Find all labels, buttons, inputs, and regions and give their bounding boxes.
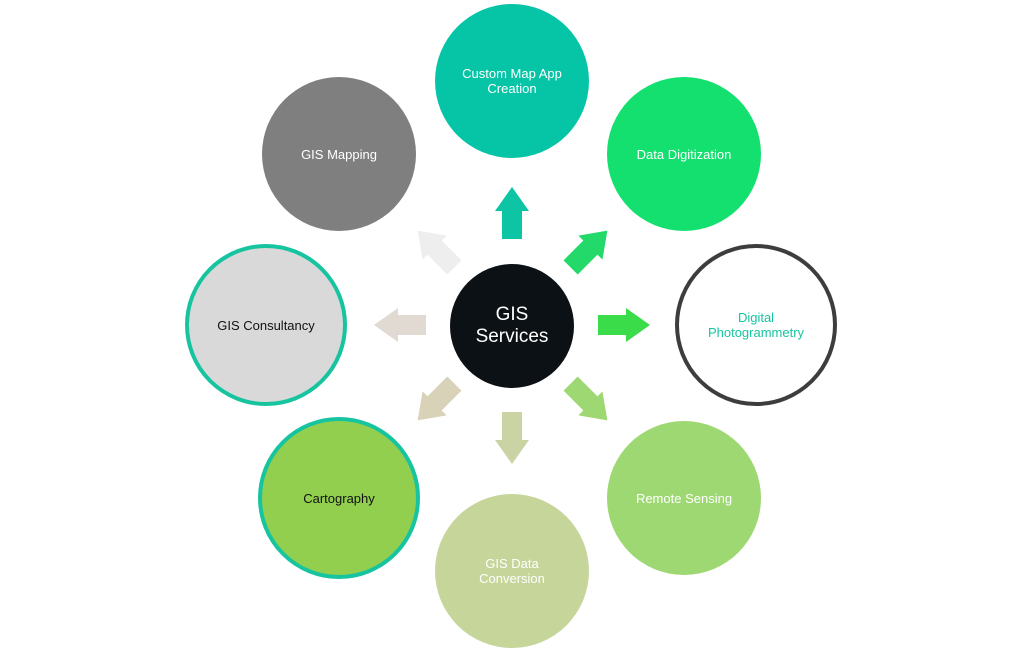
node-data-digitization: Data Digitization xyxy=(607,77,761,231)
arrow-to-conv xyxy=(495,412,529,464)
hub-label-line1: GIS xyxy=(495,304,529,325)
arrow-to-photo xyxy=(598,308,650,342)
node-label: Cartography xyxy=(303,490,375,506)
node-label: Remote Sensing xyxy=(635,490,733,506)
node-label: GIS Data Conversion xyxy=(479,556,545,586)
arrow-to-remote xyxy=(563,376,608,421)
arrow-to-consult xyxy=(374,308,426,342)
hub-gis-services: GIS Services xyxy=(450,264,574,388)
node-remote-sensing: Remote Sensing xyxy=(607,421,761,575)
node-custom-map-app-creation: Custom Map App Creation xyxy=(435,4,589,158)
node-label: Custom Map App Creation xyxy=(462,66,562,96)
node-cartography: Cartography xyxy=(258,417,420,579)
node-label: Digital Photogrammetry xyxy=(707,310,805,340)
arrow-to-carto xyxy=(417,376,462,421)
arrow-to-custom xyxy=(495,187,529,239)
node-label: GIS Mapping xyxy=(301,146,377,162)
node-gis-data-conversion: GIS Data Conversion xyxy=(435,494,589,648)
node-gis-consultancy: GIS Consultancy xyxy=(185,244,347,406)
node-digital-photogrammetry: Digital Photogrammetry xyxy=(675,244,837,406)
arrow-to-digitize xyxy=(563,230,608,275)
node-gis-mapping: GIS Mapping xyxy=(262,77,416,231)
hub-label-line2: Services xyxy=(475,326,549,347)
node-label: GIS Consultancy xyxy=(217,317,315,333)
arrow-to-mapping xyxy=(417,230,462,275)
node-label: Data Digitization xyxy=(636,146,732,162)
